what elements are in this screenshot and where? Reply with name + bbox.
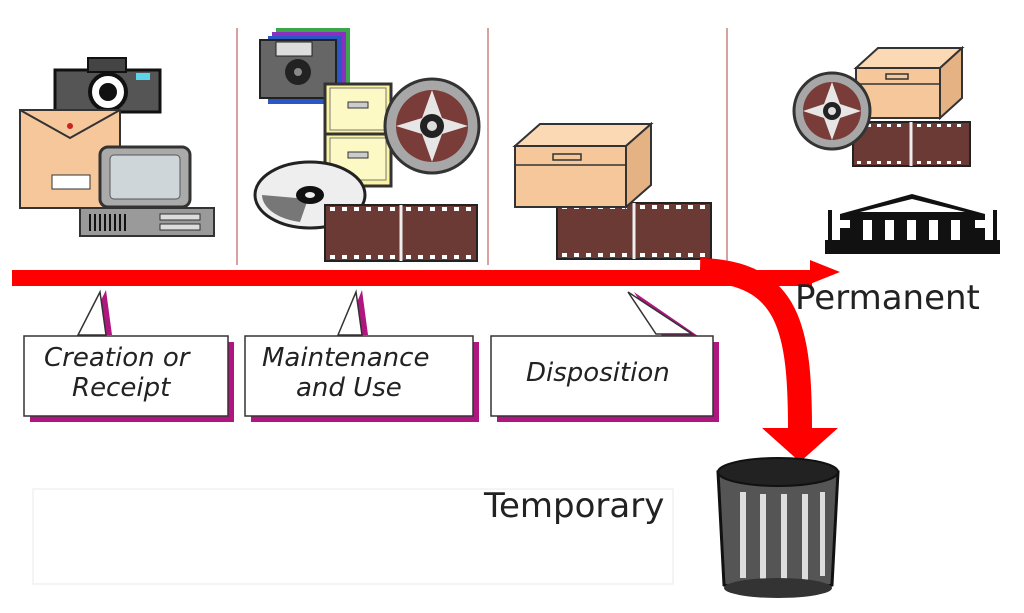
permanent-label: Permanent: [795, 278, 980, 318]
temporary-label: Temporary: [483, 486, 664, 526]
stage-maintenance-line2: and Use: [296, 373, 402, 403]
film-strip-icon: [852, 121, 971, 167]
storage-box-icon: [853, 45, 965, 121]
archives-building-icon: [825, 194, 1000, 254]
callout-maintenance: [244, 289, 479, 422]
stage-creation-line1: Creation or: [44, 343, 192, 373]
film-reel-icon: [383, 77, 481, 175]
stage-maintenance-line1: Maintenance: [262, 343, 429, 373]
floppy-disks-icon: [259, 28, 350, 104]
temporary-arrow: [699, 258, 838, 462]
film-strip-icon: [324, 204, 478, 262]
storage-box-icon: [512, 121, 654, 210]
film-strip-icon: [556, 202, 712, 260]
empty-text-box: [32, 488, 674, 585]
trash-can-icon: [716, 457, 840, 598]
callout-creation: [23, 289, 234, 422]
film-reel-icon: [792, 71, 872, 151]
stage-creation-line2: Receipt: [72, 373, 171, 403]
computer-icon: [79, 145, 215, 237]
stage-disposition-label: Disposition: [526, 358, 670, 388]
callout-disposition: [490, 291, 719, 422]
lifecycle-arrow: [12, 260, 840, 286]
stage-dividers: [236, 28, 728, 265]
camera-icon: [53, 57, 162, 114]
